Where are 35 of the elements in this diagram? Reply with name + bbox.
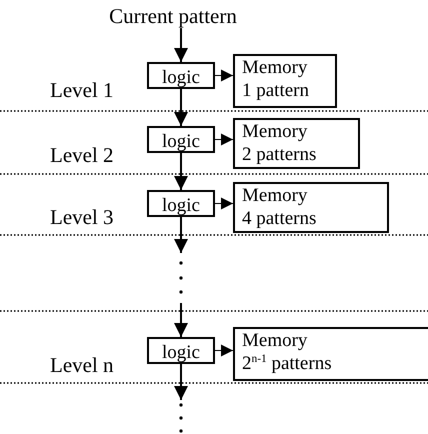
level-label: Level 3 [50, 207, 114, 228]
arrow [214, 70, 234, 82]
logic-box [147, 190, 215, 217]
pattern-count: 1 pattern [242, 81, 310, 100]
arrow [174, 153, 188, 190]
pattern-count: 2$^{n-1}$ patterns [242, 354, 332, 373]
arrow [174, 364, 188, 400]
memory-title: Memory [242, 186, 308, 205]
logic-box [147, 126, 215, 153]
memory-box [233, 54, 337, 108]
logic-label: logic [161, 132, 201, 151]
arrow [174, 217, 188, 253]
pattern-count: 4 patterns [242, 209, 316, 228]
level-label: Level 2 [50, 145, 114, 166]
memory-box [233, 182, 389, 233]
level-label: Level 1 [50, 80, 114, 101]
arrow [174, 303, 188, 337]
memory-box [233, 118, 360, 169]
logic-label: logic [161, 68, 201, 87]
pattern-count: 2 patterns [242, 145, 316, 164]
logic-box [147, 62, 215, 89]
level-label: Level n [50, 355, 114, 376]
memory-title: Memory [242, 58, 308, 77]
arrow [214, 344, 234, 356]
logic-label: logic [161, 196, 201, 215]
arrow [214, 134, 234, 146]
memory-title: Memory [242, 122, 308, 141]
arrow [214, 198, 234, 210]
memory-box [233, 327, 428, 381]
arrow [174, 89, 188, 126]
memory-title: Memory [242, 331, 308, 350]
logic-label: logic [161, 343, 201, 362]
input-text: Current pattern [108, 6, 238, 27]
logic-box [147, 337, 215, 364]
arrow [174, 28, 188, 62]
